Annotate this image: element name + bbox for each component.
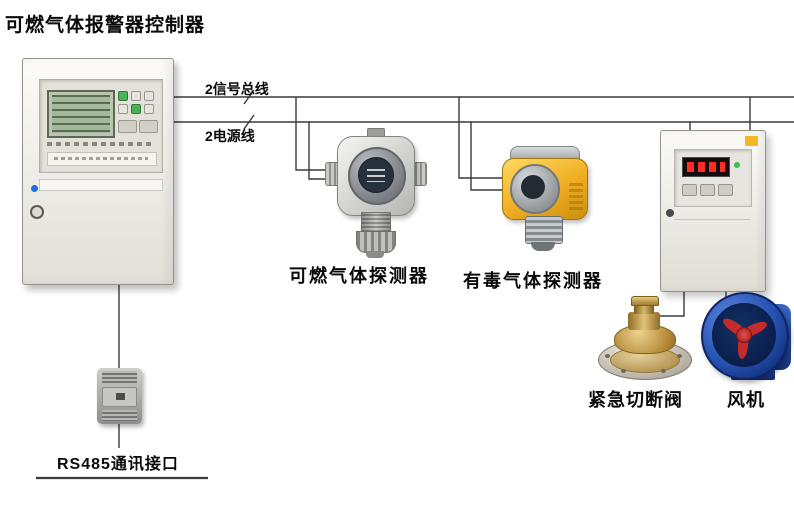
control-box-front-panel: [674, 149, 752, 207]
combustible-detector-label: 可燃气体探测器: [289, 266, 429, 286]
led-indicator: [131, 91, 141, 101]
module-bottom-ribs: [102, 410, 137, 421]
housing-vent-lines: [569, 183, 583, 213]
valve-feed-line: [650, 290, 685, 317]
signal-bus-label: 2信号总线: [205, 81, 269, 97]
panel-label-text: [54, 157, 148, 160]
control-box-button: [718, 184, 733, 196]
toxic-gas-detector: [498, 146, 594, 258]
toxic-detector-label: 有毒气体探测器: [463, 271, 603, 291]
toxic-signal-drop: [458, 97, 508, 179]
ventilation-fan: [701, 292, 793, 386]
led-digits: [687, 162, 725, 172]
led-indicator: [131, 104, 141, 114]
control-box-logo: [745, 136, 758, 146]
controller-button: [118, 120, 137, 133]
module-middle-band: [102, 387, 137, 407]
detector-display: [521, 175, 545, 199]
panel-text-row: [47, 142, 155, 146]
lcd-text-lines: [52, 95, 110, 133]
emergency-shutoff-valve: [597, 296, 692, 382]
led-indicator: [118, 91, 128, 101]
controller-button: [139, 120, 158, 133]
detector-display-text: [367, 169, 385, 182]
cabinet-latch-dot: [31, 185, 38, 192]
rs485-label: RS485通讯接口: [57, 456, 179, 473]
detector-sensor-cup: [356, 231, 396, 253]
module-connector-port: [116, 393, 125, 400]
combustible-power-drop: [308, 122, 332, 180]
combustible-signal-drop: [295, 97, 332, 171]
neck-threads: [362, 214, 390, 232]
rs485-converter-module: [97, 368, 142, 424]
panel-label-strip: [47, 152, 157, 166]
fan-valve-control-box: [660, 130, 766, 292]
detector-sensor-cup: [525, 216, 563, 244]
led-indicator: [118, 104, 128, 114]
toxic-power-drop: [470, 122, 508, 191]
fan-label: 风机: [727, 390, 765, 410]
power-tick-mark: [243, 114, 255, 130]
power-line-label: 2电源线: [205, 128, 255, 144]
detector-face-ring: [348, 147, 406, 205]
diagram-title: 可燃气体报警器控制器: [5, 15, 206, 36]
valve-bonnet: [628, 312, 660, 330]
detector-sensor-tip: [531, 242, 555, 251]
cabinet-nameplate: [39, 179, 163, 191]
status-led: [734, 162, 740, 168]
control-box-lock: [666, 209, 674, 217]
gas-alarm-controller-cabinet: [22, 58, 174, 285]
flange-bolt: [677, 354, 682, 358]
valve-top-cap: [631, 296, 659, 306]
led-display: [682, 157, 730, 177]
flange-bolt: [621, 369, 626, 373]
detector-threaded-neck: [361, 212, 391, 234]
control-box-button: [682, 184, 697, 196]
controller-front-panel: [39, 79, 163, 173]
door-seam: [674, 219, 750, 220]
signal-tick-mark: [243, 89, 255, 105]
led-indicator: [144, 91, 154, 101]
flange-bolt: [605, 354, 610, 358]
control-box-button: [700, 184, 715, 196]
controller-lcd-display: [47, 90, 115, 138]
detector-sensor-tip: [366, 251, 384, 258]
led-indicator: [144, 104, 154, 114]
detector-display: [358, 157, 394, 193]
flange-bolt: [661, 369, 666, 373]
module-top-ribs: [102, 371, 137, 384]
controller-indicator-leds: [118, 91, 158, 114]
combustible-gas-detector: [325, 126, 427, 260]
cabinet-keyhole: [30, 205, 44, 219]
fan-impeller-hub: [736, 327, 752, 343]
emergency-valve-label: 紧急切断阀: [588, 390, 683, 410]
